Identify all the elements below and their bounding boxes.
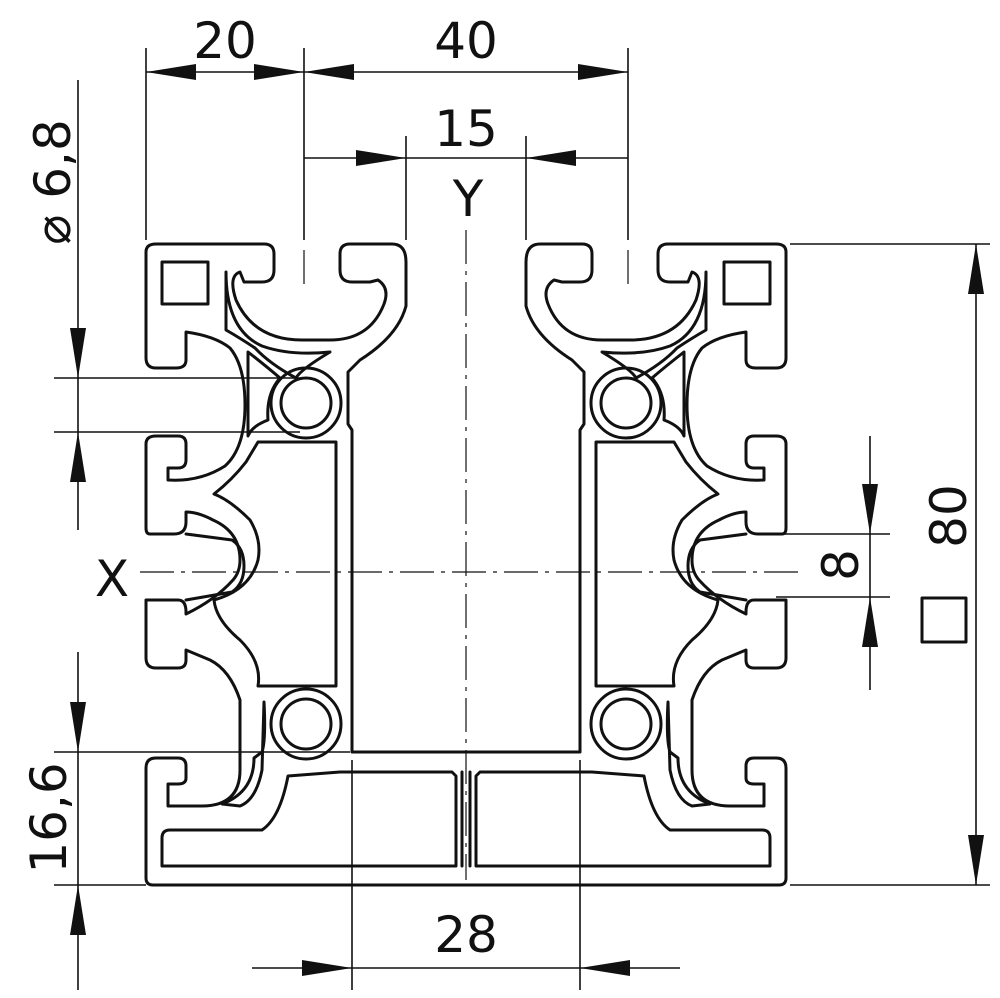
inner-chamber-upper-left xyxy=(246,350,282,438)
axis-label-x: X xyxy=(95,550,129,608)
inner-chamber-bottom-left xyxy=(220,700,267,808)
hole-ring-lower-left xyxy=(269,687,343,761)
dim-label-80: 80 xyxy=(920,484,978,548)
inner-chamber-middle-left xyxy=(212,440,338,688)
arrow-6-8-top xyxy=(70,328,86,378)
dim-label-16-6: 16,6 xyxy=(20,762,78,873)
arrow-20-left xyxy=(146,64,196,80)
extension-lines xyxy=(54,48,990,990)
axis-label-y: Y xyxy=(452,170,484,228)
arrow-6-8-bottom xyxy=(70,432,86,482)
profile-outer-contour-left xyxy=(144,242,468,887)
arrow-8-bottom xyxy=(862,597,878,647)
base-cavity-left xyxy=(160,770,458,868)
arrow-16-6-top xyxy=(70,702,86,752)
hole-upper-left xyxy=(279,376,333,430)
square-hole-top-left xyxy=(160,260,210,306)
arrow-28-left xyxy=(302,960,352,976)
profile-left-half xyxy=(144,242,468,887)
dim-label-40: 40 xyxy=(434,12,498,70)
arrow-16-6-bottom xyxy=(70,885,86,935)
dim-label-6-8: ⌀ 6,8 xyxy=(24,119,82,245)
dim-label-28: 28 xyxy=(434,906,498,964)
profile-right-half xyxy=(464,242,788,887)
inner-cavity-left xyxy=(224,270,332,380)
dim-label-8: 8 xyxy=(812,549,870,581)
arrow-8-top xyxy=(862,484,878,534)
hole-lower-left xyxy=(279,697,333,751)
arrow-28-right xyxy=(580,960,630,976)
t-slot-left xyxy=(184,532,246,602)
arrow-15-right xyxy=(526,150,576,166)
arrow-15-left xyxy=(356,150,406,166)
square-symbol-icon xyxy=(920,596,968,644)
arrow-80-bottom xyxy=(968,835,984,885)
dim-label-20: 20 xyxy=(193,12,257,70)
dim-label-15: 15 xyxy=(434,100,498,158)
hole-ring-upper-left xyxy=(269,366,343,440)
arrow-20-right xyxy=(254,64,304,80)
arrow-40-right xyxy=(578,64,628,80)
arrow-40-left xyxy=(304,64,354,80)
arrow-80-top xyxy=(968,244,984,294)
